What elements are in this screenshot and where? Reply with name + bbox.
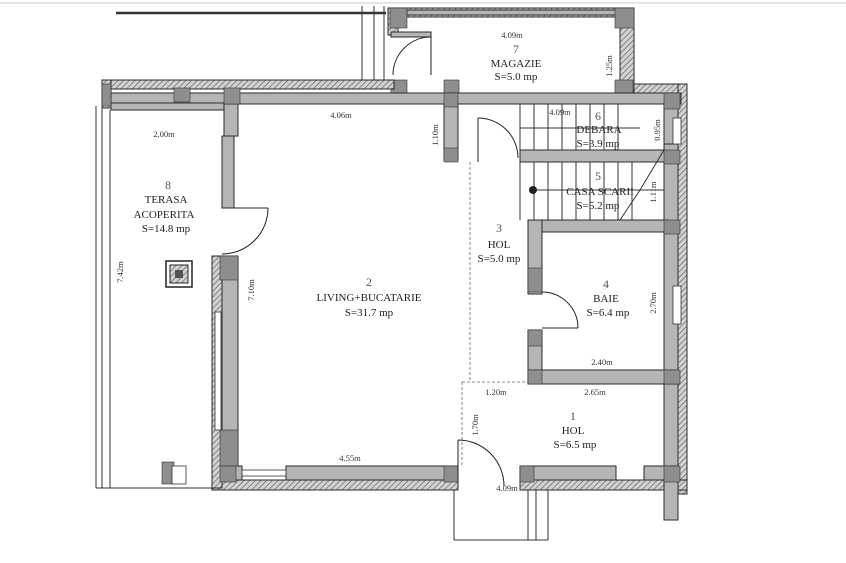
room-6-number: 6	[595, 109, 601, 123]
room-6-area: S=3.9 mp	[577, 138, 620, 150]
dim-stair-depth: 1.11m	[648, 181, 658, 203]
room-8-number: 8	[165, 178, 171, 192]
room-6-name: DEBARA	[576, 124, 621, 136]
dim-hol3-depth: 1.10m	[430, 124, 440, 146]
staircase	[519, 104, 665, 221]
room-3-area: S=5.0 mp	[478, 253, 521, 265]
terasa-door	[221, 207, 269, 255]
terasa-window	[214, 311, 222, 431]
dim-bottom-right: 4.09m	[496, 483, 518, 493]
dim-terasa-width: 2.00m	[153, 129, 175, 139]
room-5-area: S=5.2 mp	[577, 200, 620, 212]
room-2-name: LIVING+BUCATARIE	[317, 292, 422, 304]
dim-terasa-length: 7.42m	[115, 261, 125, 283]
room-2-number: 2	[366, 275, 372, 289]
room-1-area: S=6.5 mp	[554, 439, 597, 451]
dim-hol1-offset: 1.20m	[485, 387, 507, 397]
room-1-number: 1	[570, 409, 576, 423]
dim-living-top: 4.06m	[330, 110, 352, 120]
chimney-icon	[165, 260, 193, 288]
room-8-name-line1: TERASA	[145, 194, 188, 206]
living-window-bottom	[241, 469, 287, 477]
hol3-door	[477, 117, 519, 162]
room-5-name: CASA SCARII	[566, 186, 634, 198]
dim-debara-width: 4.09m	[549, 107, 571, 117]
dim-magazie-width: 4.09m	[501, 30, 523, 40]
room-8-area: S=14.8 mp	[142, 223, 191, 235]
dim-debara-depth: 0.95m	[652, 119, 662, 141]
room-3-number: 3	[496, 221, 502, 235]
room-4-number: 4	[603, 277, 609, 291]
magazie-walls	[387, 7, 635, 95]
terasa-outline	[95, 106, 212, 489]
dim-magazie-depth: 1.25m	[604, 55, 614, 77]
room-1-name: HOL	[562, 425, 585, 437]
dim-living-bottom: 4.55m	[339, 453, 361, 463]
room-7-number: 7	[513, 42, 519, 56]
dim-living-height: 7.10m	[246, 279, 256, 301]
room-5-number: 5	[595, 169, 601, 183]
baie-door	[541, 291, 579, 329]
room-7-name: MAGAZIE	[491, 58, 542, 70]
room-3-name: HOL	[488, 239, 511, 251]
dim-baie-depth: 2.70m	[648, 292, 658, 314]
magazie-door	[392, 36, 432, 76]
dim-baie-width: 2.40m	[591, 357, 613, 367]
dim-hol1-depth: 1.70m	[470, 414, 480, 436]
dim-hol1-width: 2.65m	[584, 387, 606, 397]
room-4-area: S=6.4 mp	[587, 307, 630, 319]
room-4-name: BAIE	[593, 293, 619, 305]
room-7-area: S=5.0 mp	[495, 71, 538, 83]
entrance-porch	[453, 490, 549, 541]
room-8-name-line2: ACOPERITA	[134, 209, 195, 221]
structural-columns	[101, 83, 681, 485]
room-2-area: S=31.7 mp	[345, 307, 394, 319]
entrance-door	[457, 439, 505, 487]
